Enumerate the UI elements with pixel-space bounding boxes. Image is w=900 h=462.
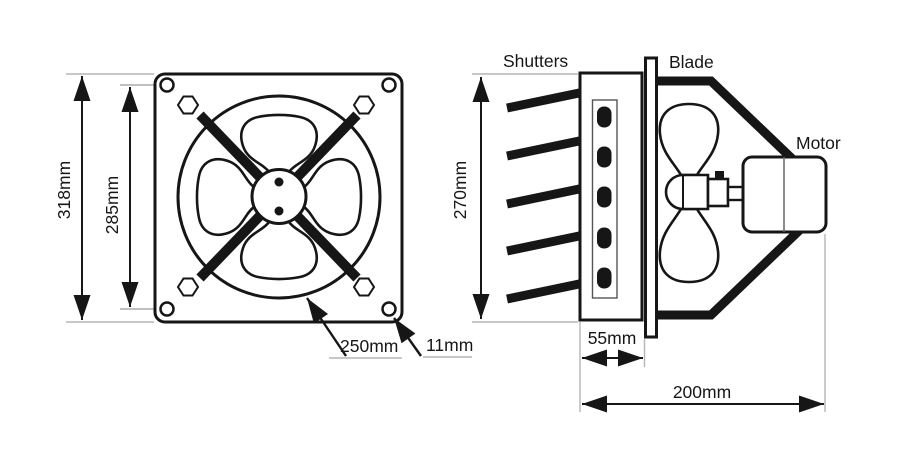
fan-blade-right bbox=[302, 157, 363, 237]
shutter-slat-4 bbox=[506, 230, 585, 256]
hex-nut-top-left bbox=[176, 95, 200, 115]
louver-hole-3 bbox=[597, 186, 612, 208]
dimension-label-11: 11mm bbox=[426, 335, 473, 355]
fan-opening-circle bbox=[176, 94, 382, 300]
shaft-block bbox=[706, 177, 730, 208]
label-motor: Motor bbox=[796, 133, 841, 153]
motor-shaft bbox=[726, 185, 745, 202]
shroud-top bbox=[656, 76, 810, 176]
shutter-slat-2 bbox=[506, 135, 585, 161]
blade-upper-lobe bbox=[658, 102, 720, 177]
dimension-label-55: 55mm bbox=[588, 328, 637, 348]
louver-hole-5 bbox=[597, 267, 612, 289]
hub-bolt-bottom bbox=[274, 206, 284, 216]
mounting-flange bbox=[644, 56, 658, 339]
leader-line-11 bbox=[393, 317, 422, 357]
leader-line-250 bbox=[306, 297, 347, 357]
shutter-slat-5 bbox=[506, 278, 585, 304]
front-view: 318mm 285mm bbox=[54, 72, 473, 359]
dimension-label-250: 250mm bbox=[340, 336, 398, 356]
dimension-label-318: 318mm bbox=[54, 161, 74, 219]
dimension-label-200: 200mm bbox=[673, 382, 731, 402]
fan-blade-bottom bbox=[239, 220, 319, 281]
fan-blade-top bbox=[239, 113, 319, 174]
label-blade: Blade bbox=[669, 52, 714, 72]
dimension-label-270: 270mm bbox=[450, 161, 470, 219]
screw-hole-top-right bbox=[381, 77, 397, 93]
louver-hole-1 bbox=[597, 106, 612, 128]
shroud-bottom bbox=[656, 220, 810, 320]
shaft-key bbox=[715, 171, 724, 179]
hub-bolt-top bbox=[274, 177, 284, 187]
dimension-label-285: 285mm bbox=[102, 176, 122, 234]
screw-hole-top-left bbox=[159, 77, 175, 93]
shutter-slat-1 bbox=[506, 87, 585, 113]
fan-blade-left bbox=[195, 157, 256, 237]
screw-hole-bottom-right bbox=[381, 301, 397, 317]
side-view: 270mm Shutters Blade Motor bbox=[450, 51, 841, 413]
louver-hole-2 bbox=[597, 146, 612, 168]
shutter-slat-3 bbox=[506, 183, 585, 209]
blade-hub bbox=[664, 173, 710, 211]
screw-hole-bottom-left bbox=[159, 301, 175, 317]
hex-nut-top-right bbox=[352, 95, 376, 115]
blade-lower-lobe bbox=[658, 207, 720, 284]
louver-hole-4 bbox=[597, 227, 612, 249]
fan-hub bbox=[250, 168, 308, 225]
hex-nut-bottom-left bbox=[176, 277, 200, 297]
hex-nut-bottom-right bbox=[352, 277, 376, 297]
label-shutters: Shutters bbox=[503, 51, 568, 71]
fan-blades bbox=[195, 113, 363, 281]
